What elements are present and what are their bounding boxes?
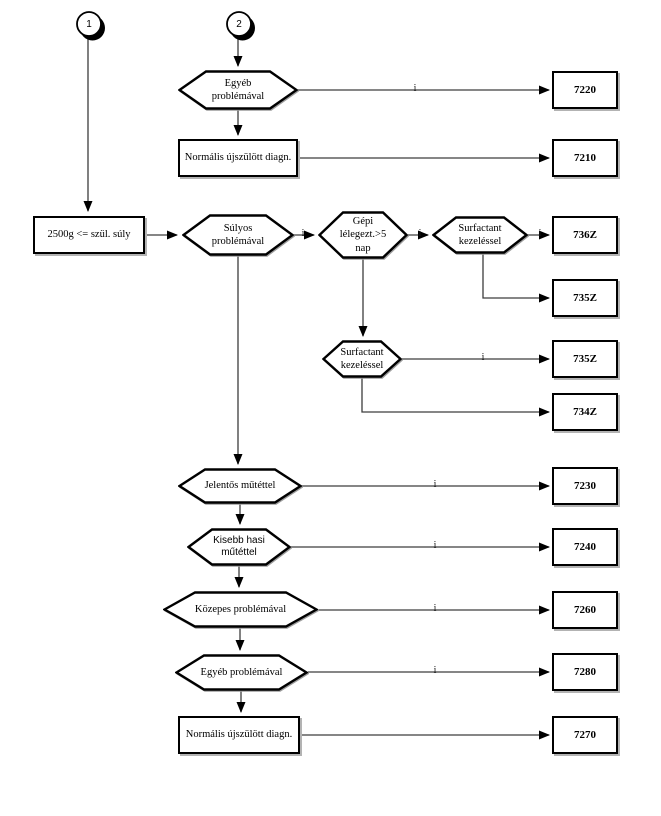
decision-kisebb-hasi-mutettel: Kisebb hasi műtéttel	[187, 528, 291, 566]
decision-label: Egyéb problémával	[200, 666, 283, 678]
code-box-7260: 7260	[552, 591, 618, 629]
edge-label-yes: i	[433, 539, 437, 551]
decision-surfactant-1: Surfactant kezeléssel	[432, 216, 528, 254]
start-connector-1-label: 1	[86, 18, 92, 30]
code-box-7240: 7240	[552, 528, 618, 566]
code-box-7270: 7270	[552, 716, 618, 754]
decision-label: Jelentős műtéttel	[204, 480, 276, 492]
decision-label: Kisebb hasi műtéttel	[213, 534, 265, 559]
decision-egyeb-problemaval-top: Egyéb problémával	[178, 70, 298, 110]
code-box-734Z: 734Z	[552, 393, 618, 431]
process-normalis-ujszulott-bottom: Normális újszülött diagn.	[178, 716, 300, 754]
edge-label-yes: i	[301, 227, 305, 239]
decision-label: Surfactant kezeléssel	[340, 346, 384, 371]
decision-label: Surfactant kezeléssel	[458, 222, 502, 247]
process-label: Normális újszülött diagn.	[185, 729, 293, 741]
decision-label: Gépi lélegezt.>5 nap	[339, 216, 387, 254]
code-box-7210: 7210	[552, 139, 618, 177]
decision-sulyos-problemaval: Súlyos problémával	[182, 214, 294, 256]
decision-egyeb-problemaval-bottom: Egyéb problémával	[175, 654, 308, 691]
edge-label-yes: i	[433, 664, 437, 676]
edge-label-yes: i	[433, 478, 437, 490]
process-label: 2500g <= szül. súly	[47, 229, 131, 241]
code-box-7230: 7230	[552, 467, 618, 505]
edge-label-yes: i	[538, 227, 542, 239]
decision-kozepes-problemaval: Közepes problémával	[163, 591, 318, 628]
decision-jelentos-mutettel: Jelentős műtéttel	[178, 468, 302, 504]
process-label: Normális újszülött diagn.	[184, 152, 292, 164]
start-connector-2-label: 2	[236, 18, 242, 30]
decision-surfactant-2: Surfactant kezeléssel	[322, 340, 402, 378]
decision-label: Egyéb problémával	[211, 77, 265, 102]
decision-label: Súlyos problémával	[211, 222, 265, 247]
code-box-735Z-a: 735Z	[552, 279, 618, 317]
start-connector-2: 2	[224, 9, 264, 51]
process-szuletesi-suly: 2500g <= szül. súly	[33, 216, 145, 254]
start-connector-1: 1	[74, 9, 114, 51]
edge-label-yes: i	[433, 602, 437, 614]
process-normalis-ujszulott-top: Normális újszülött diagn.	[178, 139, 298, 177]
edge-label-yes: i	[418, 227, 422, 239]
edge-label-yes: i	[413, 82, 417, 94]
code-box-735Z-b: 735Z	[552, 340, 618, 378]
code-box-7220: 7220	[552, 71, 618, 109]
decision-label: Közepes problémával	[194, 603, 287, 615]
code-box-7280: 7280	[552, 653, 618, 691]
code-box-736Z: 736Z	[552, 216, 618, 254]
decision-gepi-lelegeztetes: Gépi lélegezt.>5 nap	[318, 211, 408, 259]
edge-label-yes: i	[481, 351, 485, 363]
